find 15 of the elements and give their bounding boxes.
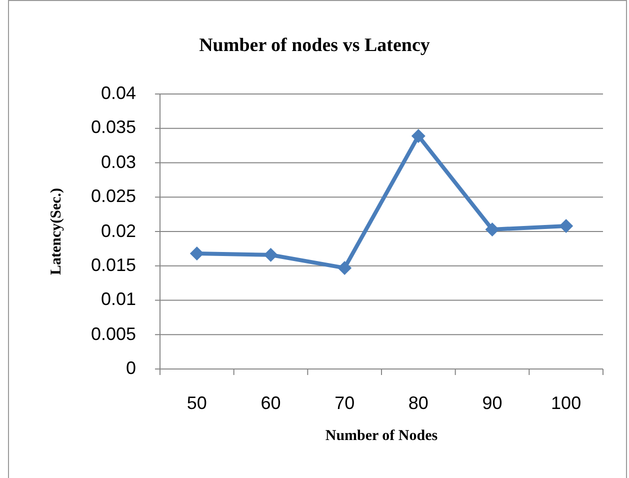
y-tick-label: 0.01 <box>100 289 136 310</box>
x-tick-label: 90 <box>481 393 504 414</box>
x-tick-label: 80 <box>407 393 430 414</box>
y-tick-label: 0.04 <box>100 83 136 103</box>
y-tick-label: 0 <box>124 358 136 378</box>
y-tick-label: 0.035 <box>90 117 136 138</box>
x-tick-label: 50 <box>186 393 208 414</box>
y-axis-title: Latency(Sec.) <box>48 186 66 278</box>
x-tick-label: 70 <box>334 393 356 414</box>
y-tick-label: 0.005 <box>90 324 136 344</box>
x-tick-label: 60 <box>260 393 282 414</box>
y-tick-label: 0.03 <box>100 152 136 172</box>
chart-title: Number of nodes vs Latency <box>198 35 431 57</box>
x-axis-title: Number of Nodes <box>324 428 439 445</box>
x-tick-label: 100 <box>550 393 582 414</box>
